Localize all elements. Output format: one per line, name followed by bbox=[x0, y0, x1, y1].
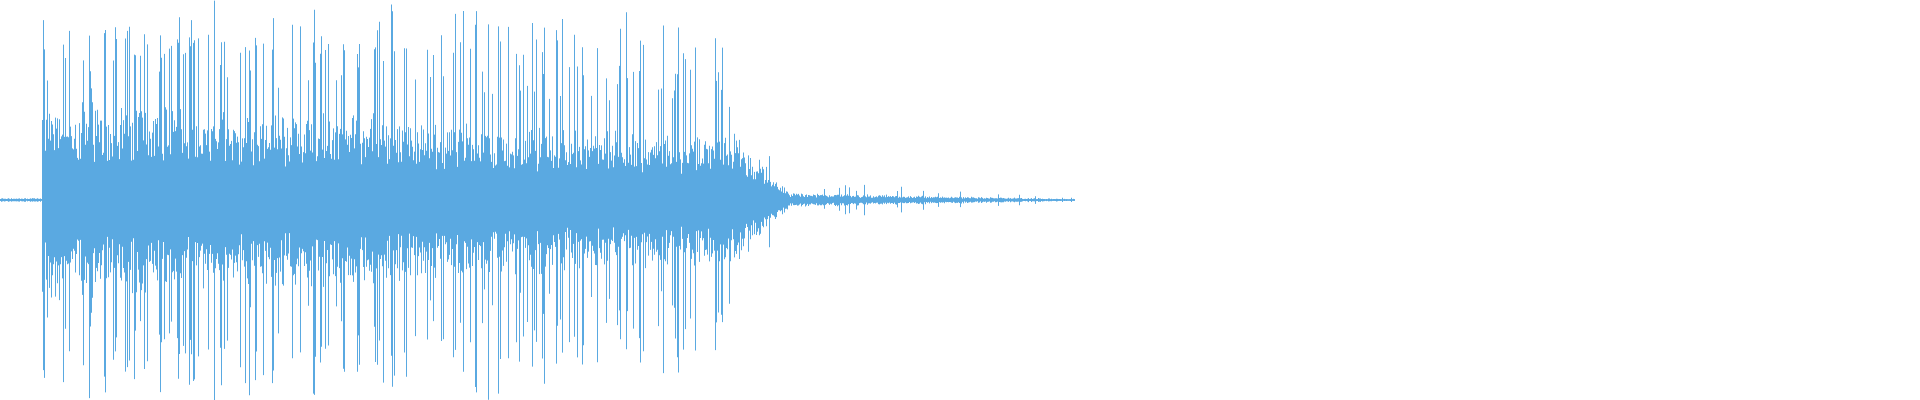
waveform-samples bbox=[0, 0, 1075, 400]
